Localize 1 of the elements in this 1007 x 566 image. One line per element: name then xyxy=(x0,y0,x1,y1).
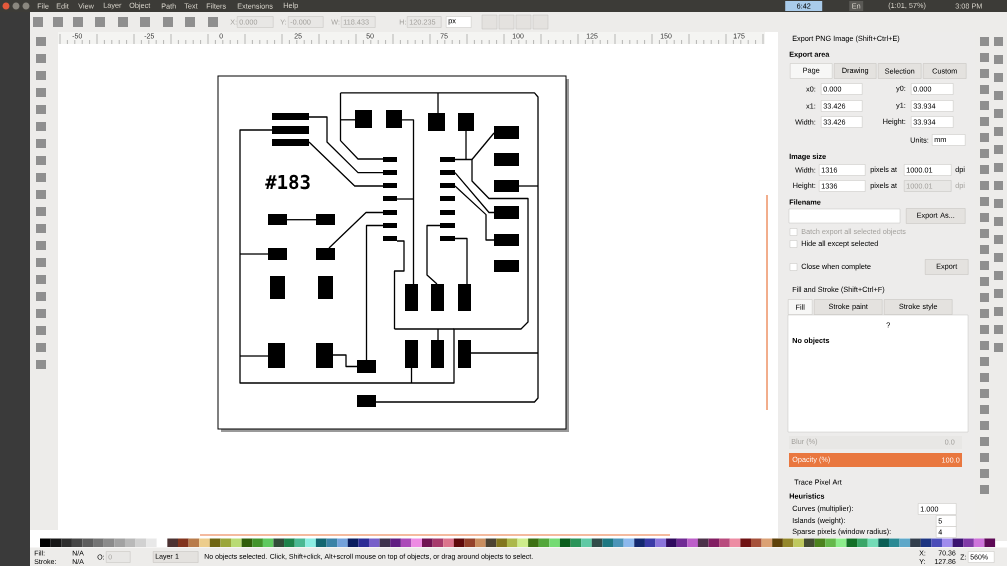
board-label: #183 xyxy=(265,174,310,190)
